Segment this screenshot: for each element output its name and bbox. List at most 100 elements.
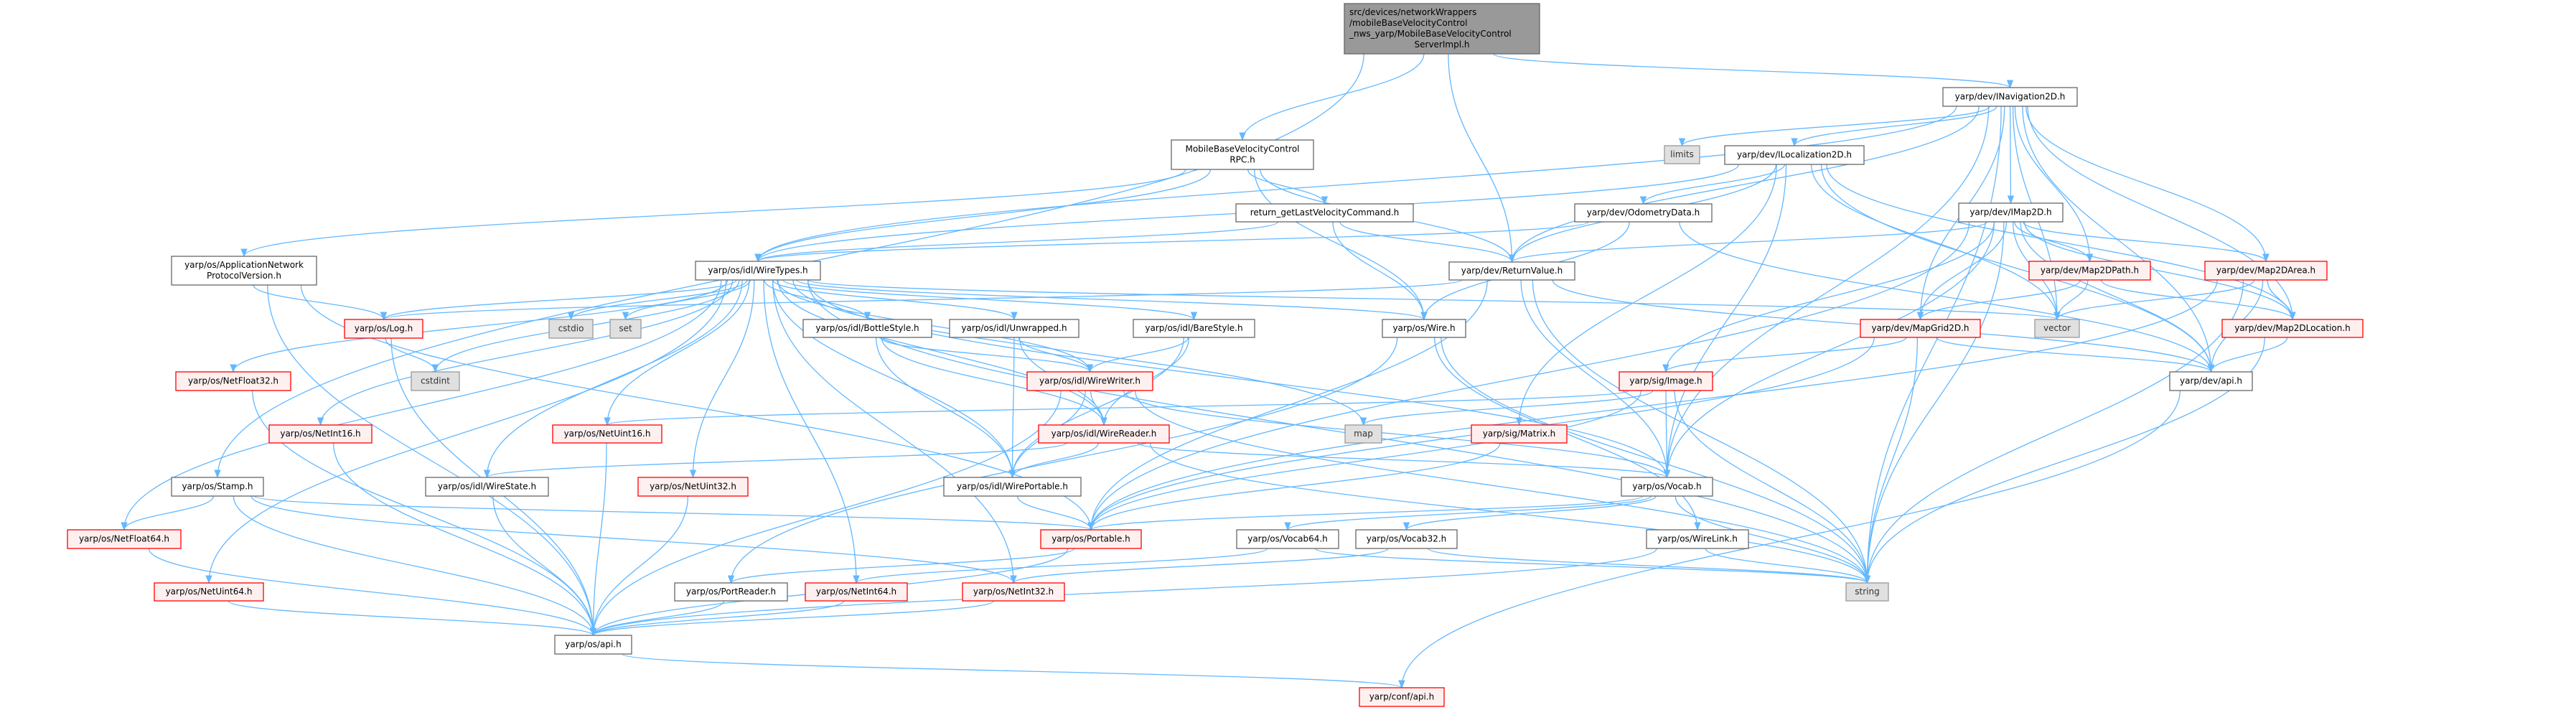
edge-wiretypes-to-netu64	[205, 279, 727, 584]
edge-image-to-map	[1360, 390, 1654, 426]
node-wportable[interactable]: yarp/os/idl/WirePortable.h	[943, 477, 1082, 497]
node-label: map	[1354, 429, 1373, 439]
node-netu16[interactable]: yarp/os/NetUint16.h	[552, 424, 662, 444]
node-netu64[interactable]: yarp/os/NetUint64.h	[154, 582, 264, 602]
edge-wiretypes-to-neti64	[763, 279, 860, 584]
node-neti16[interactable]: yarp/os/NetInt16.h	[268, 424, 373, 444]
edge-wire-to-portreader	[727, 337, 1398, 584]
edge-rpc-to-appnet	[240, 169, 1186, 258]
edge-path-to-loc2d	[2100, 279, 2296, 321]
node-image[interactable]: yarp/sig/Image.h	[1619, 371, 1713, 391]
node-portreader[interactable]: yarp/os/PortReader.h	[674, 582, 788, 602]
node-bottle[interactable]: yarp/os/idl/BottleStyle.h	[802, 319, 932, 338]
node-label: vector	[2043, 323, 2071, 333]
node-loc[interactable]: yarp/dev/ILocalization2D.h	[1724, 145, 1865, 165]
node-vocab32[interactable]: yarp/os/Vocab32.h	[1355, 529, 1458, 549]
node-box	[1942, 87, 2078, 107]
node-box	[695, 261, 821, 281]
node-nav[interactable]: yarp/dev/INavigation2D.h	[1942, 87, 2078, 107]
edge-odom-to-devapi	[1679, 221, 2215, 373]
edge-stamp-to-osapi	[233, 495, 597, 637]
node-wwriter[interactable]: yarp/os/idl/WireWriter.h	[1026, 371, 1153, 391]
node-label: yarp/os/Log.h	[355, 324, 413, 334]
node-retval[interactable]: yarp/dev/ReturnValue.h	[1448, 261, 1575, 281]
node-wreader[interactable]: yarp/os/idl/WireReader.h	[1038, 424, 1170, 444]
edge-retval-to-string	[1532, 279, 1871, 584]
edge-retval-to-log	[380, 279, 1463, 321]
node-confapi[interactable]: yarp/conf/api.h	[1359, 687, 1445, 707]
node-box	[1845, 582, 1889, 602]
edge-wwriter-to-vocab	[1123, 390, 1671, 479]
edge-vocab-to-portable	[1087, 495, 1644, 531]
node-label: yarp/os/Stamp.h	[182, 482, 253, 492]
node-box	[1621, 477, 1713, 497]
edge-grid-to-image	[1662, 337, 1907, 373]
node-box	[674, 582, 788, 602]
node-label: yarp/sig/Image.h	[1629, 376, 1702, 386]
node-label: yarp/os/WireLink.h	[1657, 534, 1738, 544]
edge-image-to-string	[1674, 390, 1871, 584]
node-label: yarp/os/NetInt16.h	[280, 429, 360, 439]
node-netu32[interactable]: yarp/os/NetUint32.h	[637, 477, 749, 497]
node-label: yarp/os/Wire.h	[1392, 323, 1455, 333]
node-loc2d[interactable]: yarp/dev/Map2DLocation.h	[2221, 319, 2364, 338]
node-box	[1133, 319, 1255, 338]
edge-wirestate-to-osapi	[492, 495, 597, 637]
node-vocab[interactable]: yarp/os/Vocab.h	[1621, 477, 1713, 497]
node-bare[interactable]: yarp/os/idl/BareStyle.h	[1133, 319, 1255, 338]
node-cstdio[interactable]: cstdio	[548, 319, 594, 339]
node-box	[552, 424, 662, 444]
node-neti32[interactable]: yarp/os/NetInt32.h	[962, 582, 1065, 602]
node-path[interactable]: yarp/dev/Map2DPath.h	[2028, 261, 2151, 281]
node-netf64[interactable]: yarp/os/NetFloat64.h	[67, 529, 182, 549]
node-vector[interactable]: vector	[2034, 319, 2080, 338]
node-wire[interactable]: yarp/os/Wire.h	[1382, 319, 1466, 338]
edge-vocab-to-string	[1675, 495, 1871, 584]
edge-nav-to-vocab	[1663, 106, 1990, 479]
node-label: yarp/dev/api.h	[2180, 376, 2242, 386]
node-log[interactable]: yarp/os/Log.h	[344, 319, 423, 339]
node-osapi[interactable]: yarp/os/api.h	[554, 635, 632, 655]
node-wirestate[interactable]: yarp/os/idl/WireState.h	[425, 477, 549, 497]
edge-imap-to-string	[1863, 221, 2005, 584]
edge-log-to-cstdint	[385, 337, 439, 373]
node-appnet[interactable]: yarp/os/ApplicationNetworkProtocolVersio…	[171, 256, 317, 286]
node-matrix[interactable]: yarp/sig/Matrix.h	[1471, 424, 1568, 444]
node-unwrapped[interactable]: yarp/os/idl/Unwrapped.h	[949, 319, 1079, 338]
node-devapi[interactable]: yarp/dev/api.h	[2169, 371, 2253, 391]
node-box	[805, 582, 908, 602]
edge-wreader-to-wirestate	[484, 442, 1067, 479]
node-set[interactable]: set	[609, 319, 642, 339]
node-odom[interactable]: yarp/dev/OdometryData.h	[1574, 203, 1713, 223]
node-grid[interactable]: yarp/dev/MapGrid2D.h	[1860, 319, 1981, 338]
node-box	[268, 424, 373, 444]
node-label: yarp/os/idl/WireReader.h	[1052, 429, 1157, 439]
node-map[interactable]: map	[1344, 424, 1382, 444]
edge-wiretypes-to-wreader	[777, 279, 1107, 426]
node-string[interactable]: string	[1845, 582, 1889, 602]
node-area[interactable]: yarp/dev/Map2DArea.h	[2204, 261, 2328, 281]
edge-loc-to-matrix	[1515, 164, 1777, 426]
node-portable[interactable]: yarp/os/Portable.h	[1040, 529, 1142, 549]
node-label: yarp/os/idl/WireWriter.h	[1039, 376, 1141, 386]
node-netf32[interactable]: yarp/os/NetFloat32.h	[175, 371, 291, 391]
node-retget[interactable]: return_getLastVelocityCommand.h	[1235, 203, 1414, 223]
edge-loc-to-vocab	[1663, 164, 1787, 479]
node-wiretypes[interactable]: yarp/os/idl/WireTypes.h	[695, 261, 821, 281]
node-limits[interactable]: limits	[1664, 145, 1700, 164]
edge-wwriter-to-string	[1135, 390, 1871, 584]
node-wirelink[interactable]: yarp/os/WireLink.h	[1646, 529, 1749, 549]
node-root[interactable]: src/devices/networkWrappers/mobileBaseVe…	[1344, 3, 1540, 55]
node-stamp[interactable]: yarp/os/Stamp.h	[171, 477, 264, 497]
node-cstdint[interactable]: cstdint	[411, 371, 460, 391]
node-label: yarp/os/api.h	[565, 640, 621, 650]
edge-wiretypes-to-wire	[796, 279, 1428, 321]
node-neti64[interactable]: yarp/os/NetInt64.h	[805, 582, 908, 602]
edge-netu64-to-osapi	[228, 600, 596, 637]
node-label: yarp/dev/MapGrid2D.h	[1872, 323, 1970, 333]
edge-imap-to-grid	[1916, 221, 2008, 321]
node-vocab64[interactable]: yarp/os/Vocab64.h	[1236, 529, 1339, 549]
node-imap[interactable]: yarp/dev/IMap2D.h	[1958, 202, 2064, 223]
node-label: src/devices/networkWrappers	[1349, 7, 1476, 17]
